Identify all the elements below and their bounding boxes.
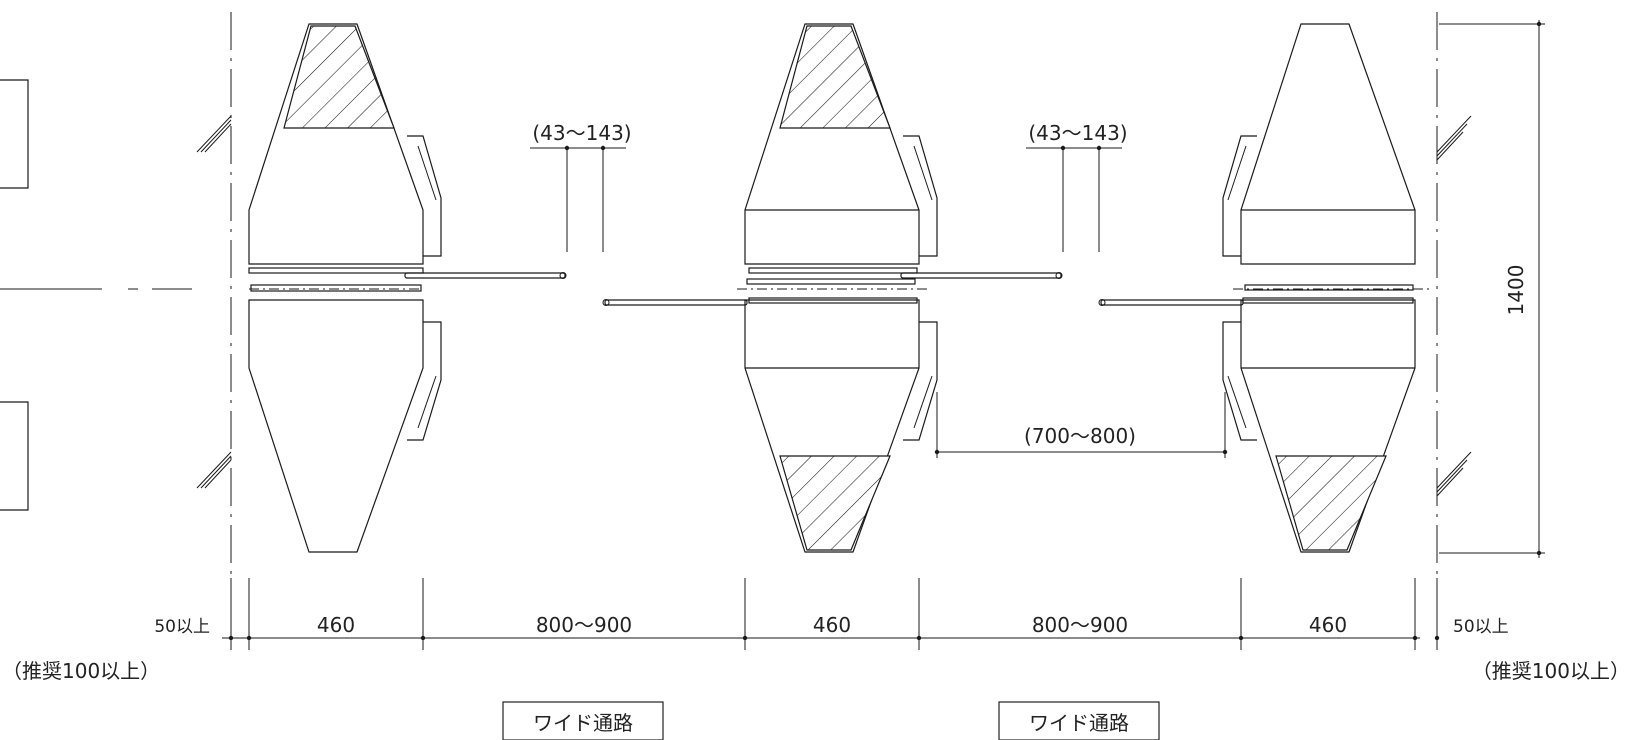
hatched-block-bottom-2 [779, 455, 891, 551]
aisle-width-label-2: 800～900 [1032, 613, 1128, 637]
wide-passage-label-2: ワイド通路 [998, 701, 1160, 740]
wall-line-left [196, 12, 232, 575]
recommended-clearance-right-label: （推奨100以上） [1472, 659, 1630, 683]
gap-range-label-1: (43～143) [532, 121, 631, 145]
gate-cabinet-2 [602, 23, 1063, 553]
end-clearance-right-label: 50以上 [1453, 617, 1509, 637]
wide-passage-label-1: ワイド通路 [502, 701, 664, 740]
depth-dimension: 1400 [1439, 20, 1545, 558]
aisle-width-label-1: 800～900 [536, 613, 632, 637]
wall-line-right [1436, 12, 1472, 575]
hatched-block-top-1 [283, 25, 395, 129]
wide-gate-range-label: (700～800) [1024, 424, 1136, 448]
gate-cabinet-1 [248, 23, 567, 553]
hatched-block-top-2 [779, 25, 891, 129]
gap-range-label-2: (43～143) [1028, 121, 1127, 145]
wide-passage-text-1: ワイド通路 [533, 711, 633, 735]
cabinet-width-label-3: 460 [1309, 613, 1347, 637]
end-clearance-left-label: 50以上 [154, 617, 210, 637]
left-edge-boxes [0, 79, 29, 511]
hatched-block-bottom-3 [1275, 455, 1387, 551]
bottom-dimension-chain: 50以上 460 800～900 460 800～900 460 50以上 （推… [2, 578, 1630, 683]
wide-passage-text-2: ワイド通路 [1029, 711, 1129, 735]
recommended-clearance-left-label: （推奨100以上） [2, 659, 160, 683]
cabinet-width-label-1: 460 [317, 613, 355, 637]
depth-label: 1400 [1504, 265, 1528, 316]
gap-dimension-1: (43～143) [530, 121, 632, 252]
wide-gate-dimension: (700～800) [934, 392, 1228, 458]
gap-dimension-2: (43～143) [1026, 121, 1128, 252]
gate-cabinet-3 [1098, 23, 1431, 553]
cabinet-width-label-2: 460 [813, 613, 851, 637]
